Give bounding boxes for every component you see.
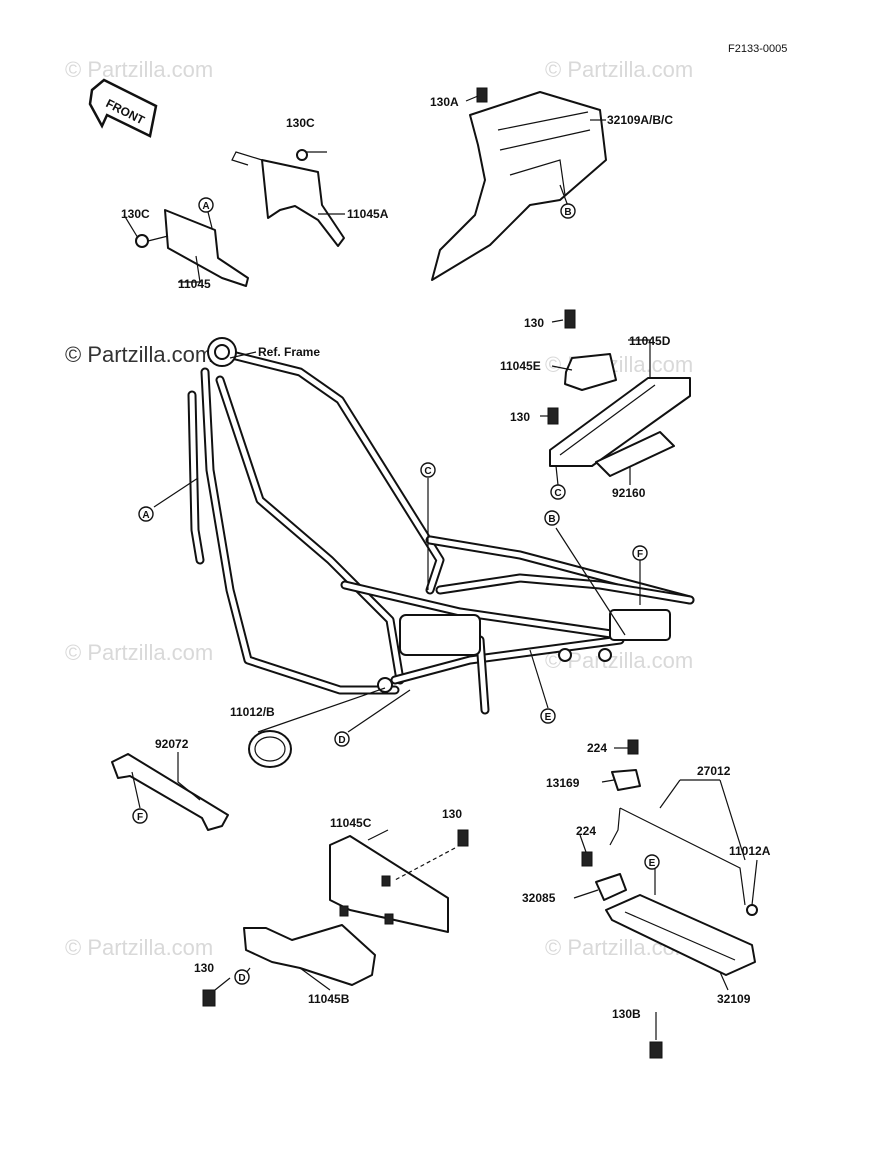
ref-frame-label: Ref. Frame xyxy=(258,345,320,359)
rod-27012 xyxy=(609,807,746,906)
watermark-2: © Partzilla.com xyxy=(545,57,693,82)
callout-C-bracket: C xyxy=(550,484,566,500)
label-13169: 13169 xyxy=(546,776,580,790)
svg-text:D: D xyxy=(338,735,345,746)
seat-cowl-32109 xyxy=(431,87,607,281)
callout-D-cover: D xyxy=(234,969,250,985)
label-130B: 130B xyxy=(612,1007,641,1021)
sheet-92160 xyxy=(595,431,675,477)
label-32109: 32109 xyxy=(717,992,751,1006)
label-224-lower: 224 xyxy=(576,824,596,838)
label-130-bottom-left: 130 xyxy=(194,961,214,975)
callout-F-frame: F xyxy=(632,545,648,561)
leader-lines xyxy=(123,95,758,1040)
front-arrow: FRONT xyxy=(88,78,158,138)
label-11045E: 11045E xyxy=(500,359,541,373)
watermark-6: © Partzilla.com xyxy=(65,935,213,960)
bolt-224-lower xyxy=(581,851,593,867)
callout-A-top: A xyxy=(198,197,214,213)
damper-11012A xyxy=(746,904,758,916)
svg-text:B: B xyxy=(548,514,555,525)
svg-text:C: C xyxy=(424,466,431,477)
callout-B-frame: B xyxy=(544,510,560,526)
label-32085: 32085 xyxy=(522,891,556,905)
label-11045: 11045 xyxy=(178,277,211,291)
bolt-130-top xyxy=(564,309,576,329)
label-130C-left: 130C xyxy=(121,207,150,221)
callout-C-frame: C xyxy=(420,462,436,478)
bracket-11045D xyxy=(549,377,691,467)
watermark-1: © Partzilla.com xyxy=(65,57,213,82)
svg-text:B: B xyxy=(564,207,571,218)
svg-text:D: D xyxy=(238,973,245,984)
callout-A-frame: A xyxy=(138,506,154,522)
label-130-mid: 130 xyxy=(510,410,530,424)
bracket-11045 xyxy=(135,209,249,287)
ref-frame xyxy=(187,337,695,715)
svg-text:E: E xyxy=(545,712,552,723)
callout-E-battery: E xyxy=(644,854,660,870)
bolt-130-lower xyxy=(394,829,469,881)
label-11012A: 11012A xyxy=(729,844,771,858)
svg-text:A: A xyxy=(202,201,209,212)
callout-F-strap: F xyxy=(132,808,148,824)
bolt-224-top xyxy=(627,739,639,755)
label-130C-top: 130C xyxy=(286,116,315,130)
callout-D-frame: D xyxy=(334,731,350,747)
strap-92072 xyxy=(111,753,229,831)
svg-text:F: F xyxy=(637,549,643,560)
label-224-top: 224 xyxy=(587,741,607,755)
bracket-11045E xyxy=(564,353,617,391)
svg-text:C: C xyxy=(554,488,561,499)
label-130A: 130A xyxy=(430,95,459,109)
cover-11045C xyxy=(329,835,449,933)
callout-B-cowl: B xyxy=(560,203,576,219)
label-130-upper: 130 xyxy=(524,316,544,330)
label-32109ABC: 32109A/B/C xyxy=(607,113,673,127)
part-labels: 130C 130C 11045A 11045 130A 32109A/B/C 1… xyxy=(121,95,771,1021)
bolt-130B xyxy=(649,1041,663,1059)
watermarks: © Partzilla.com © Partzilla.com © Partzi… xyxy=(65,57,693,960)
label-11045C: 11045C xyxy=(330,816,372,830)
label-11012B: 11012/B xyxy=(230,705,275,719)
battery-case-32109 xyxy=(605,894,756,976)
label-11045A: 11045A xyxy=(347,207,389,221)
bracket-11045A xyxy=(231,149,345,247)
label-92072: 92072 xyxy=(155,737,189,751)
svg-text:F: F xyxy=(137,812,143,823)
bolt-130-bottom-left xyxy=(202,989,216,1007)
callout-E-frame: E xyxy=(540,708,556,724)
svg-text:E: E xyxy=(649,858,656,869)
bolt-130-mid xyxy=(547,407,559,425)
label-92160: 92160 xyxy=(612,486,646,500)
svg-text:A: A xyxy=(142,510,149,521)
diagram-code: F2133-0005 xyxy=(728,43,787,55)
watermark-4: © Partzilla.com xyxy=(65,640,213,665)
label-11045D: 11045D xyxy=(629,334,671,348)
cap-11012B xyxy=(248,730,292,768)
cover-11045B xyxy=(243,924,376,986)
label-130-lower: 130 xyxy=(442,807,462,821)
clamp-32085 xyxy=(595,873,627,901)
label-27012: 27012 xyxy=(697,764,731,778)
watermark-main: © Partzilla.com xyxy=(65,342,213,367)
clamp-13169 xyxy=(611,769,641,791)
callouts: A A B B C C D D xyxy=(132,197,660,985)
label-11045B: 11045B xyxy=(308,992,350,1006)
